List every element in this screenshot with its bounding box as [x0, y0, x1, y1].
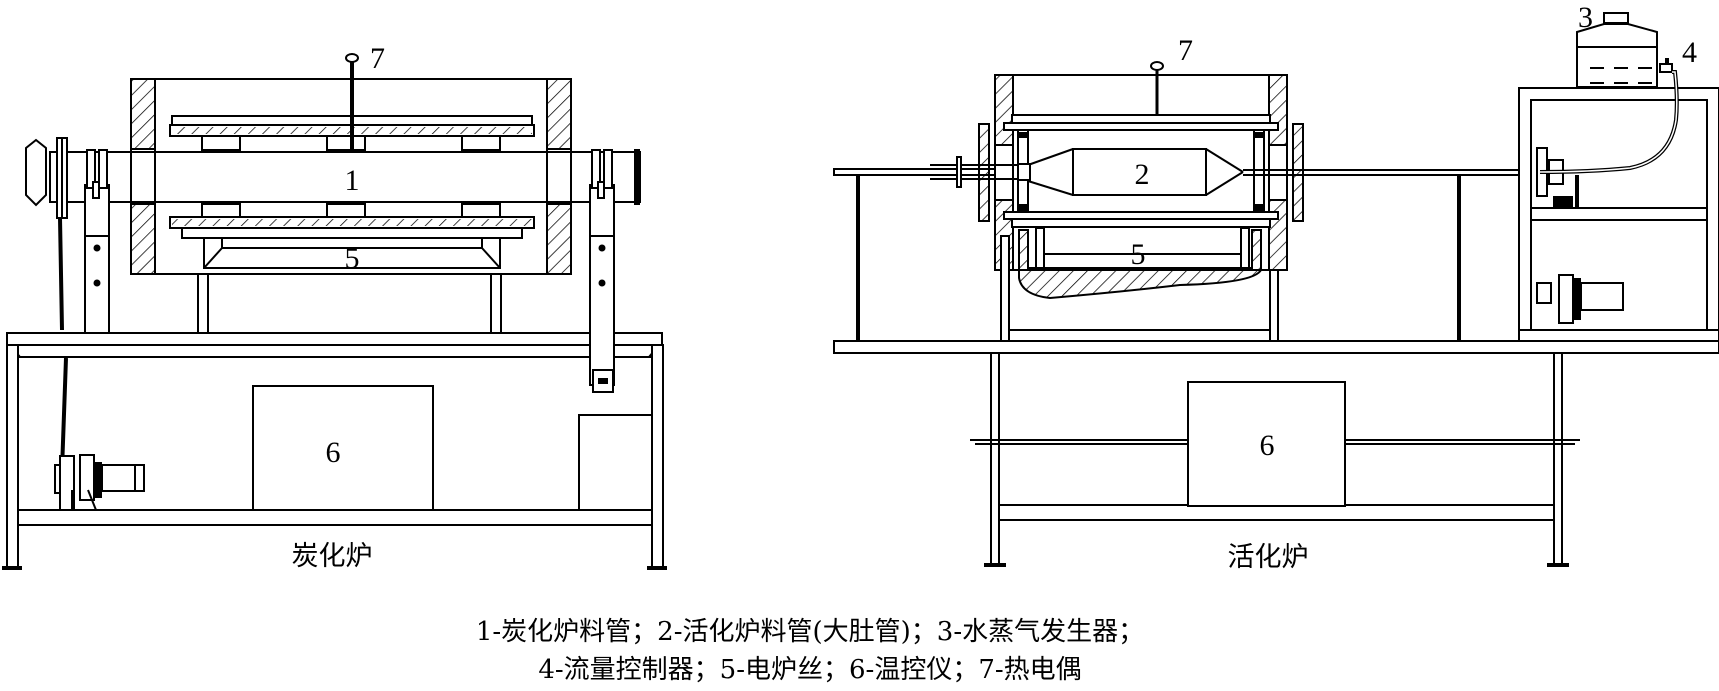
carbonization-motor — [54, 454, 145, 511]
label-7-right: 7 — [1178, 34, 1193, 67]
carbonization-furnace — [2, 53, 667, 570]
steam-generator — [1576, 12, 1658, 88]
label-6-left: 6 — [326, 436, 341, 469]
carbonization-heater — [203, 237, 501, 269]
label-5-left: 5 — [345, 242, 360, 275]
caption-carbonization: 炭化炉 — [292, 541, 373, 572]
activation-tube — [1017, 148, 1244, 196]
label-7-left: 7 — [370, 42, 385, 75]
flow-controller — [1539, 58, 1679, 174]
label-1: 1 — [345, 164, 360, 197]
label-2: 2 — [1135, 158, 1150, 191]
carbonization-tube — [25, 137, 641, 219]
steam-cabinet — [1518, 87, 1719, 342]
activation-temp-controller — [1187, 381, 1346, 507]
activation-thermocouple — [1150, 61, 1164, 115]
carbonization-temp-controller — [252, 385, 434, 511]
caption-activation: 活化炉 — [1228, 542, 1309, 573]
label-5-right: 5 — [1131, 238, 1146, 271]
label-6-right: 6 — [1260, 429, 1275, 462]
activation-furnace-body — [978, 61, 1304, 342]
label-4: 4 — [1682, 36, 1697, 69]
legend-line-2: 4-流量控制器；5-电炉丝；6-温控仪；7-热电偶 — [538, 655, 1081, 685]
activation-table — [833, 340, 1719, 354]
activation-heater — [1018, 227, 1262, 300]
carbonization-supports — [84, 149, 653, 511]
carbonization-thermocouple — [345, 53, 359, 152]
label-3: 3 — [1578, 1, 1593, 34]
activation-gas-line — [930, 156, 1540, 188]
drive-belt — [58, 217, 68, 471]
activation-furnace — [833, 12, 1719, 567]
legend-line-1: 1-炭化炉料管；2-活化炉料管(大肚管)；3-水蒸气发生器； — [476, 617, 1144, 647]
